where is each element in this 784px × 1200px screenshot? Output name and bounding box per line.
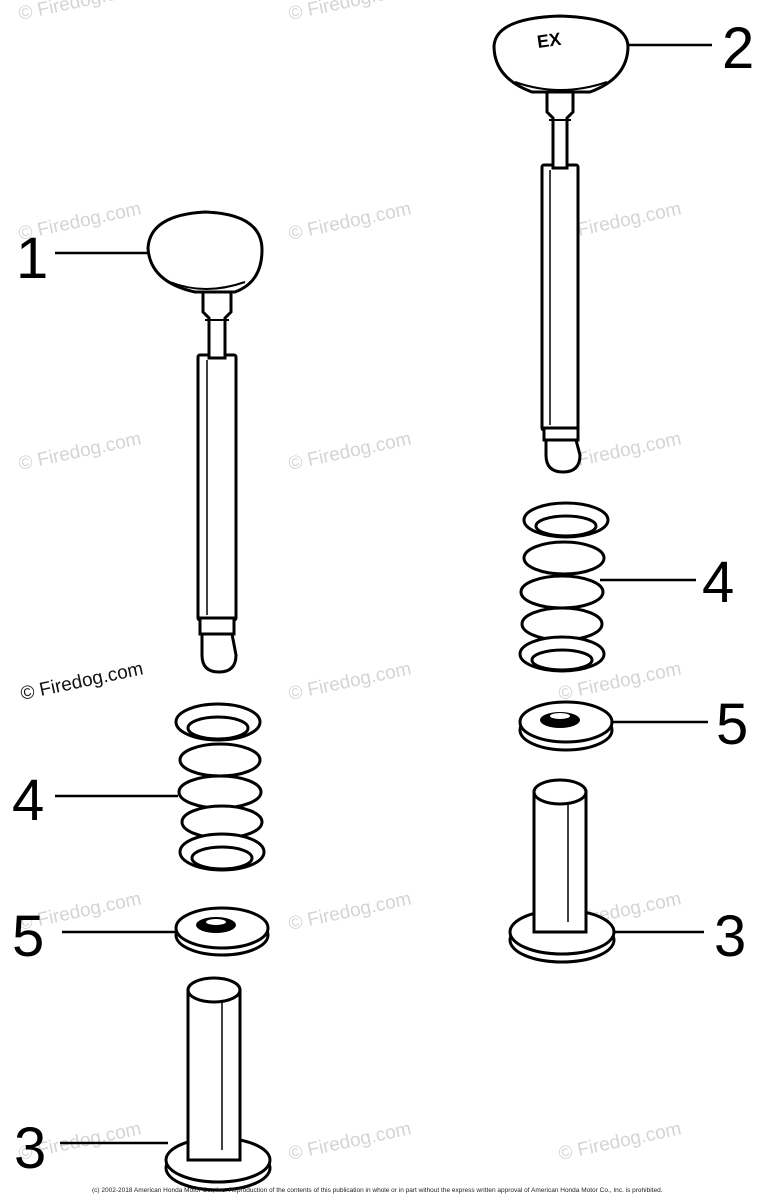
callout-5-right: 5 — [612, 692, 748, 757]
callout-1: 1 — [16, 226, 148, 291]
callout-3-right: 3 — [614, 904, 746, 969]
watermark-text: © Firedog.com — [17, 0, 144, 25]
watermark-text-dark: © Firedog.com — [19, 658, 146, 705]
right-spring-seat — [518, 700, 614, 752]
watermark-text: © Firedog.com — [287, 1118, 414, 1165]
callout-label-5: 5 — [716, 692, 748, 757]
left-spring-seat — [174, 906, 270, 957]
watermark-text: © Firedog.com — [287, 198, 414, 245]
right-valve: EX — [492, 14, 630, 474]
callout-4-left: 4 — [12, 768, 178, 833]
copyright-notice: (c) 2002-2018 American Honda Motor Co., … — [92, 1187, 663, 1194]
left-spring — [174, 702, 266, 872]
callout-label-4: 4 — [12, 768, 44, 833]
callout-2: 2 — [628, 16, 754, 81]
callout-label-3: 3 — [714, 904, 746, 969]
callout-3-left: 3 — [14, 1116, 168, 1181]
watermark-text: © Firedog.com — [17, 428, 144, 475]
callout-4-right: 4 — [600, 550, 734, 615]
callout-label-4: 4 — [702, 550, 734, 615]
right-spring — [518, 501, 610, 673]
callout-label-5: 5 — [12, 904, 44, 969]
watermark-text: © Firedog.com — [287, 0, 414, 25]
callout-label-2: 2 — [722, 16, 754, 81]
left-valve — [146, 210, 264, 674]
callout-5-left: 5 — [12, 904, 176, 969]
watermark-text: © Firedog.com — [287, 888, 414, 935]
callout-label-3: 3 — [14, 1116, 46, 1181]
callout-label-1: 1 — [16, 226, 48, 291]
watermark-text: © Firedog.com — [287, 428, 414, 475]
watermark-text: © Firedog.com — [287, 658, 414, 705]
right-valve-guide — [508, 778, 616, 964]
left-valve-guide — [164, 976, 272, 1192]
watermark-text: © Firedog.com — [557, 1118, 684, 1165]
valve-head-marking: EX — [536, 29, 563, 52]
